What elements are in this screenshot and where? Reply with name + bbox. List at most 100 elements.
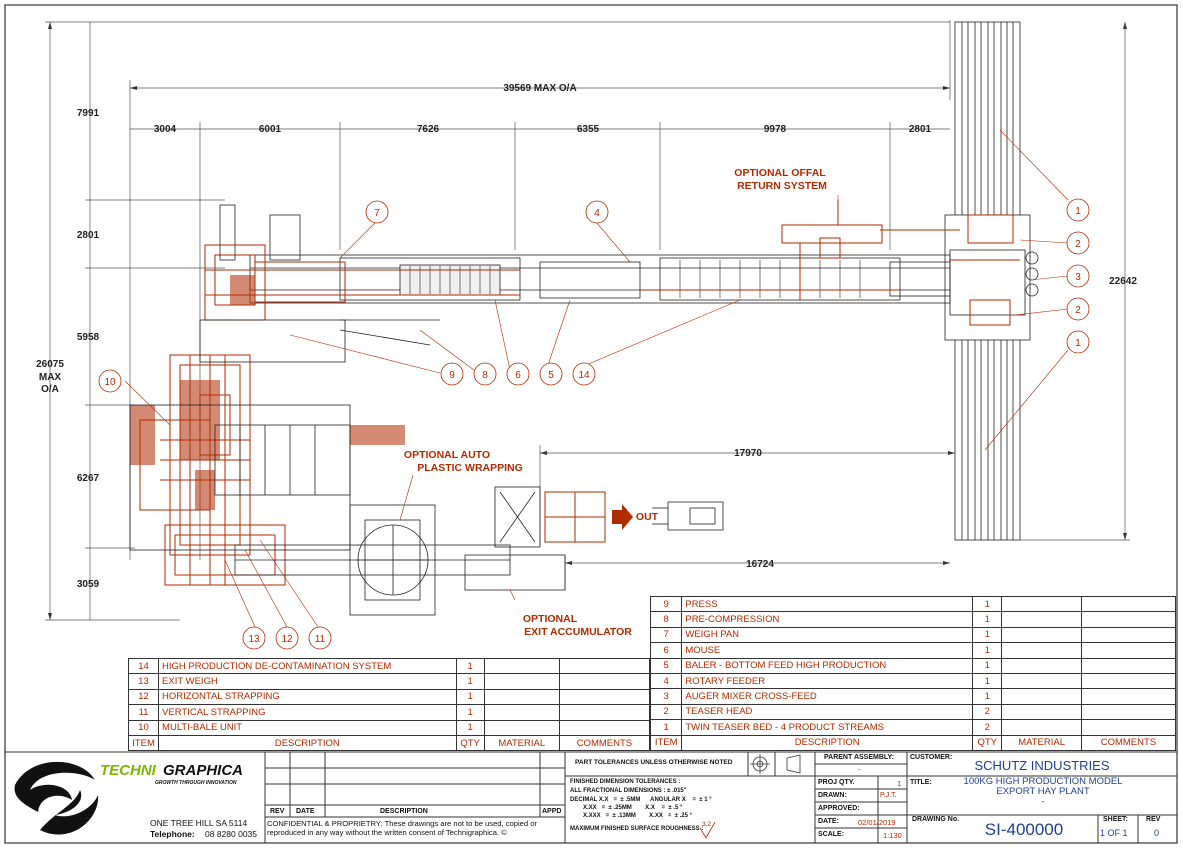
bom-comments	[558, 704, 651, 721]
balloon-2a: 2	[1075, 239, 1081, 250]
teaser-bed	[944, 21, 1039, 541]
exit-accumulator-red	[544, 491, 606, 543]
drawn-value: P.J.T.	[880, 792, 897, 799]
drawing-title: 100KG HIGH PRODUCTION MODEL EXPORT HAY P…	[930, 777, 1156, 807]
bom-qty: 1	[455, 719, 485, 736]
bom-material	[483, 688, 560, 706]
bom-desc: HORIZONTAL STRAPPING	[158, 688, 457, 706]
dim-mid-1: 17970	[734, 448, 762, 459]
balloon-14: 14	[578, 370, 590, 381]
dim-seg-4: 6355	[577, 124, 600, 135]
bom-comments	[1080, 688, 1177, 705]
bom-item: 13	[127, 673, 160, 690]
bom-qty: 2	[972, 719, 1003, 736]
note-wrap-2: PLASTIC WRAPPING	[417, 462, 523, 474]
bom-item: 5	[649, 657, 683, 674]
dim-left-1: 7991	[77, 108, 100, 119]
dim-seg-3: 7626	[417, 124, 440, 135]
dim-seg-6: 2801	[909, 124, 932, 135]
bom-header-comments: COMMENTS	[1080, 734, 1177, 751]
company-address: ONE TREE HILL SA 5114	[150, 818, 248, 828]
bom-item: 4	[649, 672, 683, 690]
bom-material	[1001, 642, 1082, 659]
title-line-2: EXPORT HAY PLANT	[996, 786, 1090, 797]
baler-press-fill	[130, 275, 405, 510]
bom-header-comments: COMMENTS	[558, 734, 651, 752]
bom-qty: 1	[455, 688, 485, 706]
drawn-label: DRAWN:	[818, 792, 847, 799]
dim-overall-height-3: O/A	[41, 384, 59, 395]
out-arrow-icon	[612, 504, 633, 530]
bom-comments	[1080, 611, 1177, 628]
title-line-3: -	[1041, 796, 1045, 807]
dim-overall-height-1: 26075	[36, 359, 64, 370]
date-col-header: DATE	[296, 808, 315, 815]
dim-overall-height-2: MAX	[39, 372, 62, 383]
bom-comments	[1080, 642, 1177, 659]
leader-lines	[124, 129, 1069, 628]
bom-desc: TWIN TEASER BED - 4 PRODUCT STREAMS	[681, 719, 974, 736]
bom-qty: 1	[455, 704, 485, 721]
note-offal-1: OPTIONAL OFFAL	[734, 167, 826, 179]
bom-qty: 1	[455, 657, 485, 675]
bom-header-desc: DESCRIPTION	[681, 734, 974, 751]
dim-left-4: 6267	[77, 473, 100, 484]
dimension-lines	[45, 20, 1130, 621]
bom-desc: MULTI-BALE UNIT	[158, 719, 457, 736]
bom-desc: BALER - BOTTOM FEED HIGH PRODUCTION	[681, 657, 974, 674]
bom-item: 6	[649, 642, 683, 659]
balloon-4: 4	[594, 208, 600, 219]
bom-item: 7	[649, 626, 683, 644]
desc-col-header: DESCRIPTION	[380, 808, 428, 815]
tol-finished: FINISHED DIMENSION TOLERANCES :	[570, 779, 681, 785]
dim-right-height: 22642	[1109, 276, 1137, 287]
logo-text-b: GRAPHICA	[163, 762, 243, 779]
appd-col-header: APPD	[542, 808, 562, 815]
projection-symbol-icon	[750, 754, 801, 774]
tolerance-title: PART TOLERANCES UNLESS OTHERWISE NOTED	[575, 759, 733, 766]
bom-qty: 1	[972, 626, 1003, 644]
balloon-6: 6	[515, 370, 521, 381]
tol-fraction: ALL FRACTIONAL DIMENSIONS : ± .015"	[570, 788, 687, 794]
bom-comments	[558, 673, 651, 690]
exit-accumulator	[464, 486, 566, 591]
bom-qty: 1	[972, 688, 1003, 705]
bom-header-material: MATERIAL	[1001, 734, 1082, 751]
bom-desc: PRE-COMPRESSION	[681, 611, 974, 628]
bom-desc: VERTICAL STRAPPING	[158, 704, 457, 721]
bom-header-qty: QTY	[455, 734, 485, 752]
bom-item: 11	[127, 704, 160, 721]
dim-mid-2: 16724	[746, 559, 774, 570]
bom-item: 10	[127, 719, 160, 736]
balloon-circles	[98, 198, 1090, 650]
logo-text-a: TECHNI	[100, 762, 157, 779]
bom-item: 8	[649, 611, 683, 628]
bom-comments	[558, 657, 651, 675]
sheet-value: 1 OF 1	[1100, 828, 1128, 838]
scale-label: SCALE:	[818, 831, 845, 838]
balloon-5: 5	[548, 370, 554, 381]
scale-value: 1:130	[883, 831, 902, 840]
balloon-9: 9	[449, 370, 455, 381]
bom-desc: WEIGH PAN	[681, 626, 974, 644]
plastic-wrapping	[234, 504, 511, 616]
bom-comments	[1080, 626, 1177, 644]
bom-qty: 1	[972, 611, 1003, 628]
bom-desc: AUGER MIXER CROSS-FEED	[681, 688, 974, 705]
balloon-10: 10	[104, 377, 116, 388]
bom-qty: 1	[972, 595, 1003, 613]
proj-qty-value: 1	[897, 779, 902, 788]
proj-qty-label: PROJ QTY.	[818, 779, 855, 786]
bom-material	[483, 704, 560, 721]
date-label: DATE:	[818, 818, 839, 825]
